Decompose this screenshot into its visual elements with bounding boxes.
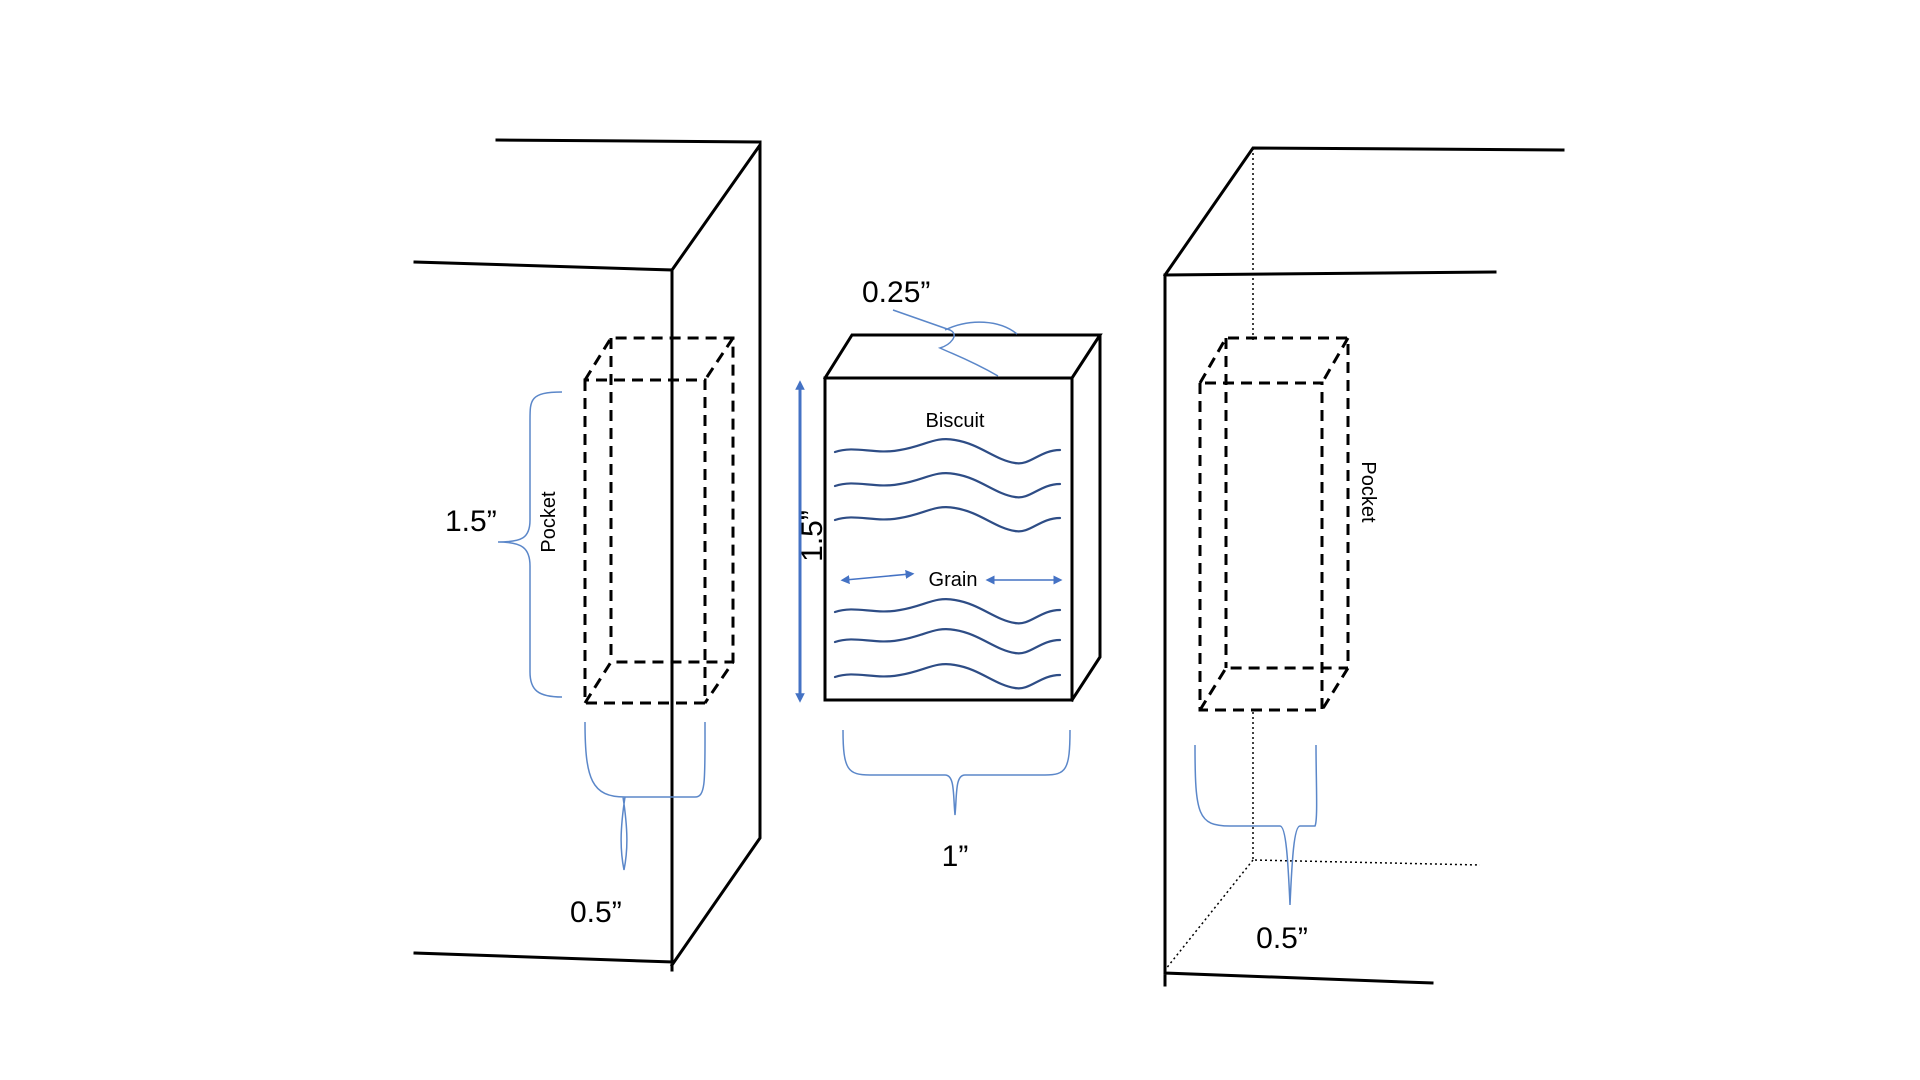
biscuit-width-brace [842,729,1071,816]
left-pocket-outline [583,336,735,705]
left-pocket-width-label: 0.5” [570,896,622,929]
biscuit-thickness-brace [892,309,1018,377]
biscuit-width-label: 1” [942,840,969,873]
biscuit-outline [822,333,1103,703]
biscuit-label: Biscuit [926,410,985,432]
left-board: Pocket 1.5” 0.5” [413,138,762,972]
grain-arrow-left [840,569,915,585]
biscuit-height-label: 1.5” [796,510,829,562]
right-board-outline [1162,146,1565,987]
left-pocket-height-label: 1.5” [445,505,497,538]
left-pocket-height-brace [497,391,563,698]
right-board-hidden-edges [1164,148,1481,971]
right-pocket-label: Pocket [1357,461,1379,523]
biscuit-thickness-label: 0.25” [862,276,930,309]
biscuit-grain-lines-bottom [833,598,1062,690]
left-board-outline [413,138,762,972]
right-pocket-width-label: 0.5” [1256,922,1308,955]
right-pocket-width-brace [1194,744,1318,906]
right-pocket-outline [1198,336,1350,712]
left-pocket-width-brace [584,721,706,871]
grain-label: Grain [929,569,978,591]
biscuit: Biscuit Grain 0.25” 1.5” 1” [795,276,1103,873]
right-board: Pocket 0.5” [1162,146,1565,987]
left-pocket-label: Pocket [538,491,560,553]
biscuit-grain-lines-top [833,438,1062,533]
